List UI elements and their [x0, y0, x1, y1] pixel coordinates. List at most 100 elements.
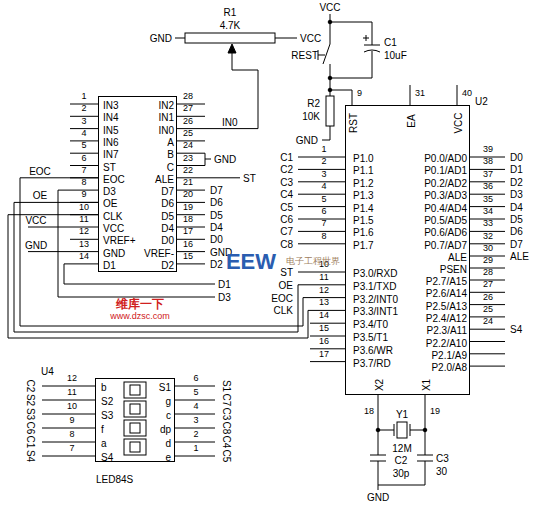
part-value: 30: [436, 466, 447, 477]
pin-name: P1.2: [353, 177, 374, 188]
pin-name: P0.4/AD4: [424, 202, 467, 213]
pin-name: IN4: [103, 112, 119, 123]
pin-stub: [177, 263, 205, 264]
potentiometer-symbol: [175, 38, 297, 39]
pin-number: 12: [319, 286, 329, 296]
net-label: IN0: [222, 117, 238, 128]
pin-name: RST: [348, 113, 359, 133]
crystal-circuit: [423, 428, 427, 432]
pin-name: PSEN: [440, 264, 467, 275]
crystal-circuit: [370, 455, 433, 490]
pin-number: 4: [321, 182, 326, 192]
pin-stub: [42, 428, 95, 429]
potentiometer-symbol: [228, 44, 236, 53]
pin-name: A: [167, 136, 174, 147]
potentiometer-symbol: [185, 33, 275, 43]
net-label: D4: [510, 201, 523, 212]
pin-name: S4: [101, 452, 113, 463]
reset-circuit: [364, 45, 380, 46]
pin-stub: [175, 428, 215, 429]
pin-number: 38: [483, 157, 493, 167]
pin-name: P0.1/AD1: [424, 165, 467, 176]
pin-number: 2: [193, 430, 198, 440]
pin-number: 13: [319, 298, 329, 308]
reset-circuit: [328, 20, 332, 24]
seven-segment-digits: [124, 439, 146, 455]
seven-segment-digits: [124, 401, 146, 417]
pin-name: P2.7/A15: [426, 276, 467, 287]
pin-name: P0.6/AD6: [424, 227, 467, 238]
net-label: C4: [221, 436, 232, 449]
pin-number: 23: [183, 154, 193, 164]
pin-name: B: [167, 149, 174, 160]
part-label: Y1: [396, 409, 408, 420]
pin-stub: [42, 456, 95, 457]
pin-number: 28: [183, 92, 193, 102]
net-label: D0: [210, 234, 223, 245]
pin-stub: [42, 414, 95, 415]
pin-number: 25: [183, 129, 193, 139]
crystal-circuit: [370, 395, 433, 490]
pin-number: 27: [483, 280, 493, 290]
signal-wire: [20, 178, 345, 326]
pin-name: P1.5: [353, 215, 374, 226]
pin-number: 36: [483, 182, 493, 192]
part-value: 4.7K: [220, 20, 241, 31]
pin-name: D2: [161, 259, 174, 270]
pin-number: 31: [415, 89, 425, 99]
pin-name: S2: [101, 396, 113, 407]
net-label: D0: [510, 152, 523, 163]
pin-number: 32: [483, 232, 493, 242]
pin-number: 1: [321, 145, 326, 155]
net-label: C8: [280, 238, 293, 249]
pin-name: P3.4/T0: [353, 319, 388, 330]
pin-name: P0.5/AD5: [424, 215, 467, 226]
signal-wire: [14, 202, 345, 332]
watermark: www.dzsc.com: [110, 312, 170, 322]
seven-segment-digits: [130, 404, 140, 414]
net-label: S3: [25, 408, 36, 420]
pin-name: P2.4/A12: [426, 312, 467, 323]
pin-number: 29: [483, 256, 493, 266]
pin-number: 5: [321, 195, 326, 205]
net-label: D3: [510, 189, 523, 200]
pin-name: P3.5/T1: [353, 332, 388, 343]
net-label: C8: [221, 422, 232, 435]
net-label: D6: [210, 197, 223, 208]
net-label: ST: [243, 172, 256, 183]
seven-segment-digits: [130, 385, 140, 395]
pin-name: X2: [374, 379, 385, 391]
pin-name: EA: [406, 114, 417, 127]
net-label: D5: [510, 214, 523, 225]
pin-name: IN5: [103, 124, 119, 135]
pin-number: 12: [67, 374, 77, 384]
reset-circuit: [330, 14, 372, 45]
pin-name: P1.6: [353, 227, 374, 238]
pin-number: 11: [67, 388, 76, 398]
pin-name: P2.1/A9: [431, 349, 467, 360]
pin-stub: [175, 400, 215, 401]
pin-number: 19: [430, 407, 440, 417]
pin-name: d: [165, 438, 171, 449]
net-label: D2: [510, 176, 523, 187]
pin-number: 1: [193, 444, 198, 454]
pin-number: 3: [193, 416, 198, 426]
pin-name: P0.2/AD2: [424, 177, 467, 188]
pin-number: 34: [483, 207, 493, 217]
net-label: S2: [25, 394, 36, 406]
pin-number: 10: [67, 402, 77, 412]
pin-number: 8: [69, 430, 74, 440]
pin-name: P2.5/A13: [426, 300, 467, 311]
pin-number: 11: [79, 215, 88, 225]
pin-number: 4: [193, 402, 198, 412]
pin-stub: [470, 341, 505, 342]
pin-name: VCC: [453, 112, 464, 133]
net-label: D6: [510, 226, 523, 237]
net-label: D7: [510, 238, 523, 249]
pin-number: 15: [183, 252, 193, 262]
pin-number: 8: [321, 232, 326, 242]
pin-name: D6: [161, 198, 174, 209]
part-label: R2: [307, 98, 320, 109]
pin-number: 2: [321, 157, 326, 167]
crystal-circuit: [397, 422, 407, 438]
